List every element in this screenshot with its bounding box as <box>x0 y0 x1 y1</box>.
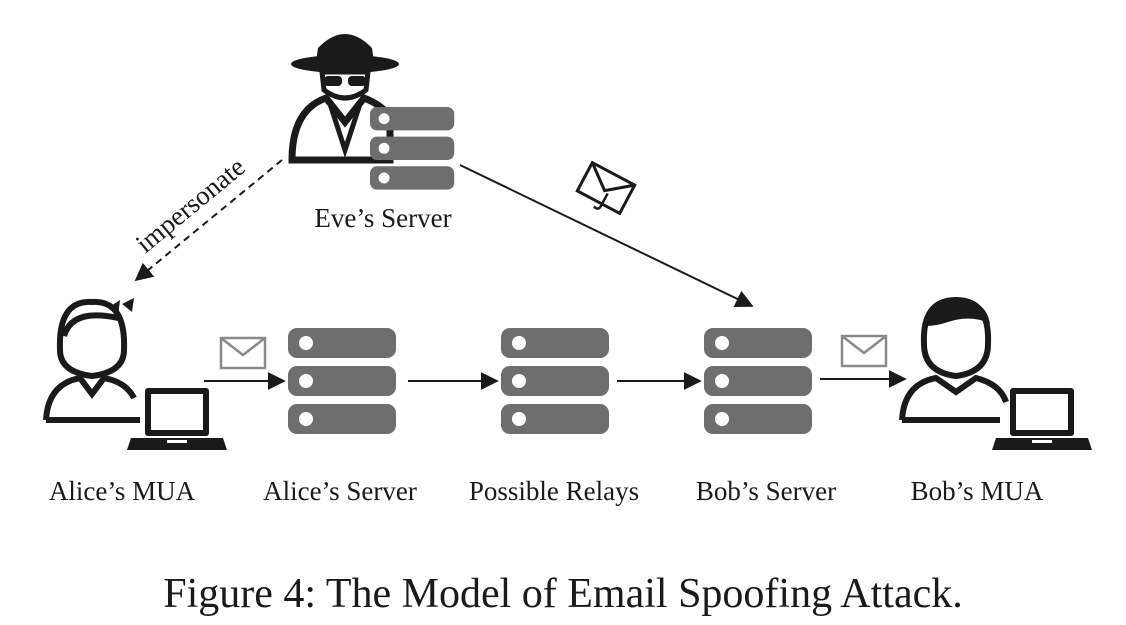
alice-server-icon <box>288 328 396 434</box>
phishing-envelope-icon <box>575 160 637 216</box>
label-possible-relays: Possible Relays <box>468 476 640 506</box>
user-male-icon <box>899 296 1009 423</box>
alice-laptop-icon <box>127 388 227 450</box>
relays-server-icon <box>501 328 609 434</box>
impersonate-label: impersonate <box>130 152 251 259</box>
label-eve-server: Eve’s Server <box>314 203 452 233</box>
label-alice-mua: Alice’s MUA <box>48 476 196 506</box>
envelope-icon <box>840 334 888 368</box>
label-alice-server: Alice’s Server <box>263 476 417 506</box>
arrow-impersonate <box>134 159 283 282</box>
arrow-eve-to-bob-server <box>459 164 754 308</box>
user-female-icon <box>43 298 140 423</box>
spy-icon <box>288 34 399 164</box>
envelope-icon <box>219 336 267 370</box>
bob-server-icon <box>704 328 812 434</box>
label-bob-mua: Bob’s MUA <box>910 476 1044 506</box>
label-bob-server: Bob’s Server <box>695 476 837 506</box>
eve-server-icon <box>370 107 455 190</box>
figure-caption: Figure 4: The Model of Email Spoofing At… <box>163 571 963 617</box>
